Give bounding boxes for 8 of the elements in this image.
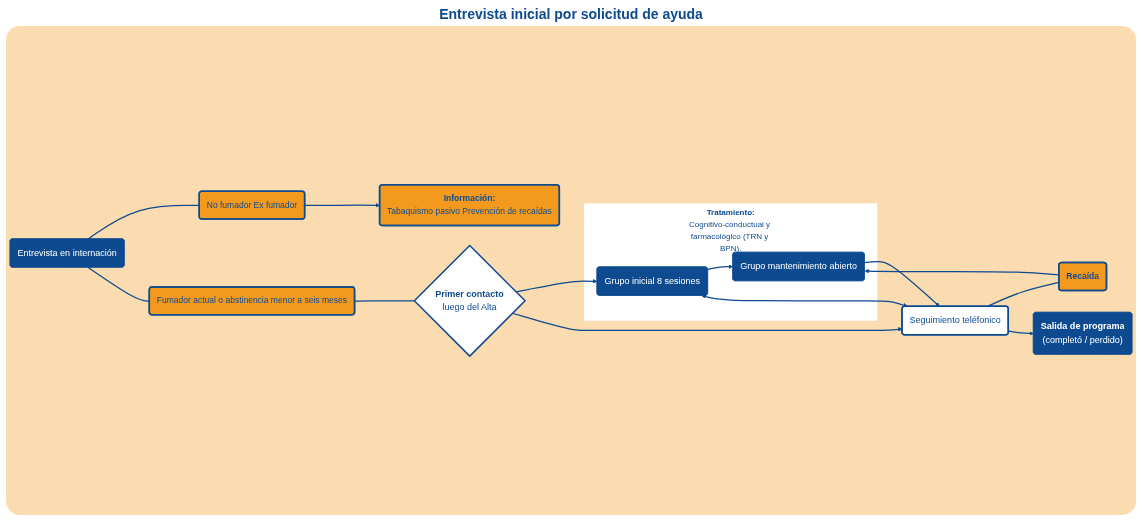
connector xyxy=(354,300,415,302)
note-text: Entrevista inicial por solicitud de ayuda xyxy=(439,6,703,22)
arrow xyxy=(707,264,734,271)
node-diamond: Primer contacto luego del Alta xyxy=(413,244,527,358)
arrow xyxy=(701,294,908,308)
arrow xyxy=(515,279,598,293)
arrow xyxy=(864,261,940,307)
arrow xyxy=(511,312,903,332)
